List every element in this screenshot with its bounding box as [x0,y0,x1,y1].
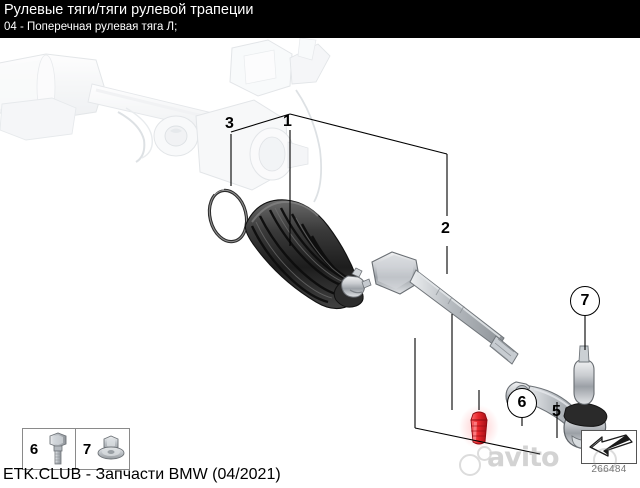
callout-label-5: 5 [552,403,561,420]
page-subtitle: 04 - Поперечная рулевая тяга Л; [4,21,178,33]
callout-label-2: 2 [441,220,450,237]
callout-label-1: 1 [283,113,292,130]
arrow-block-icon [589,434,633,457]
boot-clamp-art [341,267,372,298]
page-title: Рулевые тяги/тяги рулевой трапеции [4,2,254,18]
header-bar: Рулевые тяги/тяги рулевой трапеции 04 - … [0,0,640,38]
legend-number-6: 6 [29,440,39,458]
hex-bolt-highlighted-art [459,405,499,449]
legend-item-6[interactable]: 6 [23,429,76,469]
legend-number-7: 7 [82,440,92,458]
footer-source-label: ETK.CLUB - Запчасти BMW (04/2021) [3,466,281,483]
steering-rack-housing-art [0,38,331,203]
retaining-ring-art [207,188,249,244]
callout-circle-6: 6 [507,388,537,418]
exploded-parts-diagram: 1 2 3 5 6 7 [0,38,640,458]
hex-bolt-icon [41,429,75,469]
thumbnail-preview-box[interactable] [581,430,637,464]
callout-circle-7: 7 [570,286,600,316]
leader-lines [230,113,586,455]
inner-tie-rod-art [371,251,519,365]
thumbnail-part-number: 266484 [591,464,627,475]
flange-nut-icon [94,429,129,469]
legend-item-7[interactable]: 7 [76,429,129,469]
diagram-artwork [0,38,608,455]
callout-label-3: 3 [225,115,234,132]
legend-strip: 6 [22,428,130,470]
